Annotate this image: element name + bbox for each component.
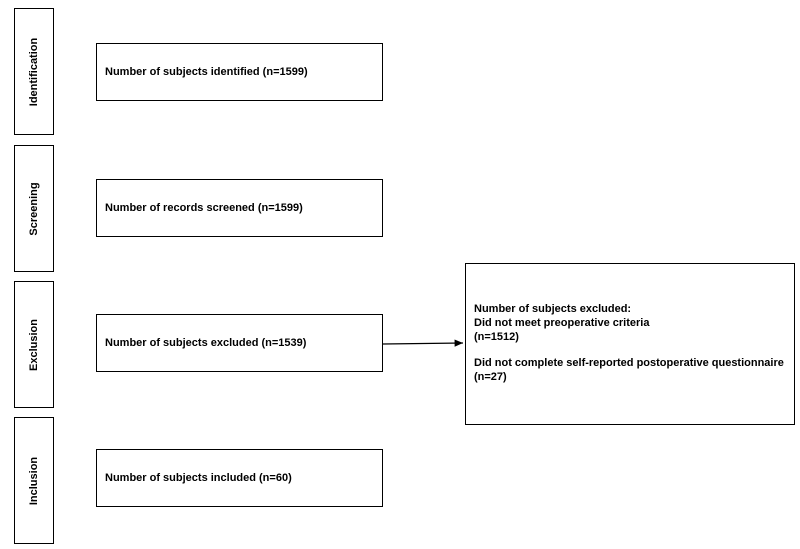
box-exclusion-detail: Number of subjects excluded: Did not mee… bbox=[465, 263, 795, 425]
arrow-line bbox=[382, 339, 464, 347]
box-screened: Number of records screened (n=1599) bbox=[96, 179, 383, 237]
stage-screening: Screening bbox=[14, 145, 54, 272]
stage-exclusion: Exclusion bbox=[14, 281, 54, 408]
box-identified-text: Number of subjects identified (n=1599) bbox=[105, 66, 308, 78]
box-identified: Number of subjects identified (n=1599) bbox=[96, 43, 383, 101]
stage-identification: Identification bbox=[14, 8, 54, 135]
box-included-text: Number of subjects included (n=60) bbox=[105, 472, 292, 484]
exclusion-gap bbox=[474, 344, 794, 356]
exclusion-reason-1-count: (n=1512) bbox=[474, 331, 519, 343]
box-included: Number of subjects included (n=60) bbox=[96, 449, 383, 507]
exclusion-reason-1: Did not meet preoperative criteria bbox=[474, 317, 650, 329]
stage-inclusion: Inclusion bbox=[14, 417, 54, 544]
exclusion-reason-2-count: (n=27) bbox=[474, 371, 507, 383]
exclusion-reason-2: Did not complete self-reported postopera… bbox=[474, 357, 784, 369]
box-excluded: Number of subjects excluded (n=1539) bbox=[96, 314, 383, 372]
exclusion-heading: Number of subjects excluded: bbox=[474, 303, 632, 315]
box-excluded-text: Number of subjects excluded (n=1539) bbox=[105, 337, 307, 349]
box-screened-text: Number of records screened (n=1599) bbox=[105, 202, 303, 214]
